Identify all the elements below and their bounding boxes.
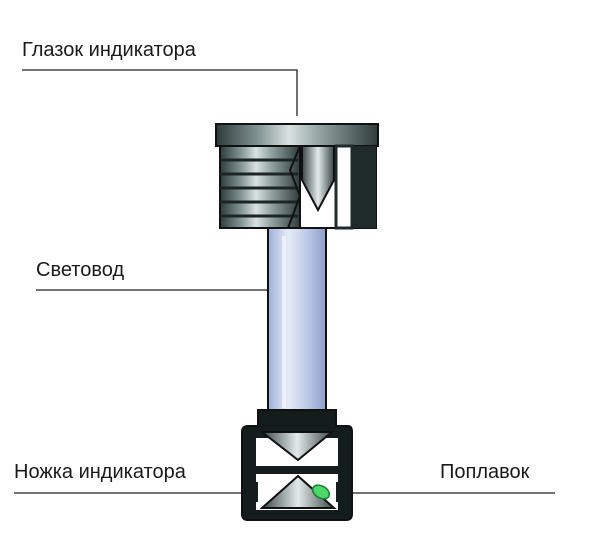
light-guide-rod [267, 227, 327, 415]
lower-prism [259, 431, 335, 462]
eyepiece-rim [215, 123, 379, 147]
housing-notch-right [336, 482, 346, 502]
float-marker [311, 484, 331, 500]
label-eyepiece: Глазок индикатора [22, 39, 197, 61]
label-indicator-leg: Ножка индикатора [14, 461, 187, 483]
eyepiece-prism [301, 145, 335, 213]
indicator-housing [241, 409, 353, 521]
eyepiece-leader [22, 69, 298, 116]
float-support-bar [252, 466, 342, 474]
eyepiece-section-teeth [334, 144, 376, 230]
label-light-guide: Световод [36, 259, 124, 281]
housing-notch-left [248, 482, 258, 502]
eyepiece [215, 123, 379, 230]
leader-lines [14, 69, 555, 494]
light-guide [267, 227, 327, 415]
eyepiece-threads [220, 158, 298, 218]
eyepiece-cut [287, 145, 302, 229]
label-float: Поплавок [440, 461, 530, 483]
